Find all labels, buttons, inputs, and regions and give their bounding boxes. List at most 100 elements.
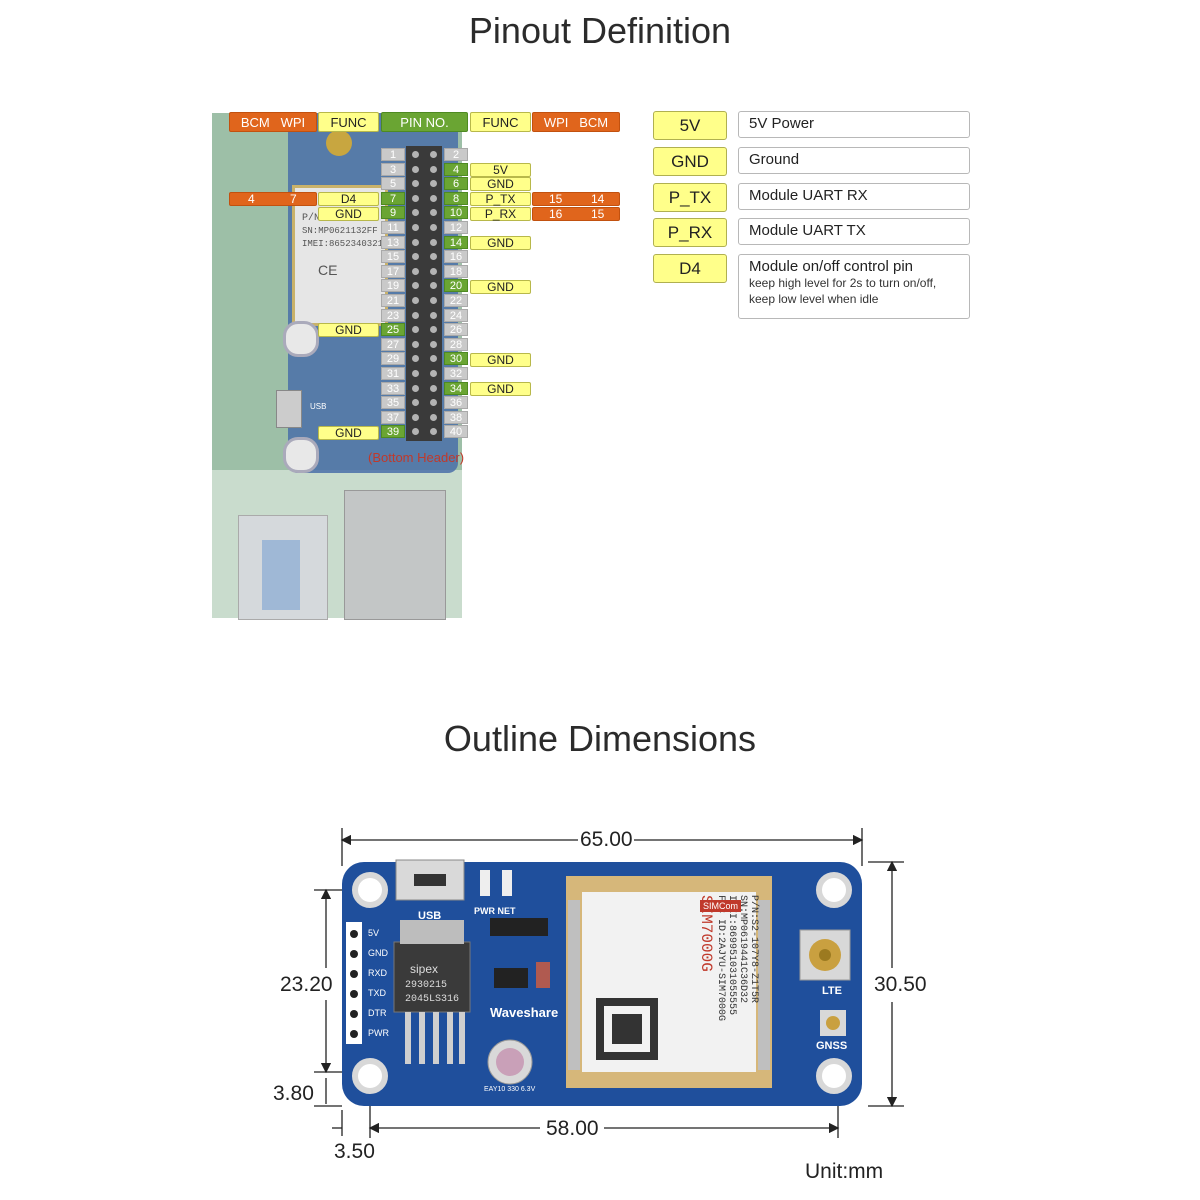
pin-dot-38 (430, 413, 437, 421)
pin7-func: D4 (318, 192, 379, 206)
pin-dot-37 (412, 413, 419, 421)
pin-1: 1 (381, 148, 405, 161)
pin-dot-14 (430, 238, 437, 246)
pin-dot-16 (430, 253, 437, 261)
pin-18: 18 (444, 264, 468, 278)
dim-height: 30.50 (874, 973, 927, 996)
pin-37: 37 (381, 410, 405, 424)
module-pads (568, 900, 770, 1070)
pin-dot-15 (412, 253, 419, 261)
outline-title: Outline Dimensions (443, 718, 757, 759)
pin-dot-40 (430, 428, 437, 436)
module-print-1: P/N: (302, 213, 327, 224)
pin9-func: GND (318, 207, 379, 221)
board-pin-txd: TXD (368, 988, 386, 998)
pin7-bcm: 4 (248, 192, 255, 206)
pin8-wpi-bcm: 15 14 (532, 192, 620, 206)
pin-28: 28 (444, 337, 468, 351)
pin-3: 3 (381, 162, 405, 176)
pin4-func: 5V (470, 163, 531, 177)
pin8-bcm: 14 (591, 192, 605, 206)
micro-usb (276, 390, 302, 428)
pwr-led (480, 870, 490, 896)
pin-dot-33 (412, 384, 419, 392)
legend-desc-d4: Module on/off control pin keep high leve… (738, 254, 970, 319)
pin10-wpi: 16 (549, 207, 563, 221)
pin-26: 26 (444, 323, 468, 337)
pin-38: 38 (444, 410, 468, 424)
header-func-right: FUNC (470, 112, 531, 132)
pin-12: 12 (444, 221, 468, 234)
board-gnss-label: GNSS (816, 1040, 848, 1052)
pin-5: 5 (381, 177, 405, 191)
pin-dot-6 (430, 180, 437, 188)
pin-22: 22 (444, 294, 468, 307)
dim-inner-width: 58.00 (546, 1117, 599, 1140)
board-pwrnet-label: PWR NET (474, 906, 516, 916)
pin30-func: GND (470, 353, 531, 367)
pin-dot-21 (412, 297, 419, 304)
pin-dot-20 (430, 282, 437, 290)
pin-dot-26 (430, 326, 437, 334)
legend-subtext-d4: keep high level for 2s to turn on/off, k… (749, 276, 937, 306)
pin-dot-2 (430, 151, 437, 158)
pin10-bcm: 15 (591, 207, 605, 221)
module-line-2: SN:MP0619441C36D32 (737, 895, 748, 1004)
dim-inner-height: 23.20 (280, 973, 333, 996)
pin-29: 29 (381, 352, 405, 366)
pin-dot-34 (430, 384, 437, 392)
pin-14: 14 (444, 235, 468, 249)
pin10-func: P_RX (470, 207, 531, 221)
pin-dot-31 (412, 370, 419, 377)
dim-offset-bottom: 3.80 (273, 1082, 314, 1105)
smd-component-3 (536, 962, 550, 988)
pin-17: 17 (381, 264, 405, 278)
module-name: SIM7000G (697, 895, 715, 972)
pin-dot-28 (430, 340, 437, 348)
legend-key-prx: P_RX (653, 218, 727, 247)
pin-dot-11 (412, 224, 419, 231)
pin-dot-4 (430, 165, 437, 173)
pin-32: 32 (444, 367, 468, 380)
pin-dot-39 (412, 428, 419, 436)
mounting-hole-bottom (283, 437, 319, 473)
board-lte-label: LTE (822, 985, 842, 997)
board-pin-5v: 5V (368, 928, 380, 938)
dimension-lines (314, 828, 904, 1138)
header-func-left: FUNC (318, 112, 379, 132)
pin-dot-30 (430, 355, 437, 363)
legend-desc-gnd: Ground (738, 147, 970, 174)
board-usb-label: USB (418, 910, 442, 922)
chip-brand: sipex (410, 962, 439, 976)
legend-desc-ptx: Module UART RX (738, 183, 970, 210)
pin-dot-18 (430, 267, 437, 275)
pin-dot-32 (430, 370, 437, 377)
pin-25: 25 (381, 323, 405, 337)
pin-4: 4 (444, 162, 468, 176)
pin-23: 23 (381, 308, 405, 322)
pin-dot-22 (430, 297, 437, 304)
pin-dot-9 (412, 209, 419, 217)
chip-code-1: 2930215 (405, 980, 448, 991)
pin7-bcm-wpi: 4 7 (229, 192, 317, 206)
pin-16: 16 (444, 250, 468, 264)
pin-dot-24 (430, 311, 437, 319)
usb-port-slot (262, 540, 300, 610)
smd-component (490, 918, 548, 936)
module-text-block: P/N:S2-107Y8-Z1T5R SN:MP0619441C36D32 IM… (659, 895, 759, 1069)
dim-offset-left: 3.50 (334, 1140, 375, 1163)
module-print-3: IMEI:8652340321 (302, 239, 384, 249)
legend-text-gnd: Ground (749, 151, 800, 168)
pin-19: 19 (381, 279, 405, 293)
pin-6: 6 (444, 177, 468, 191)
mounting-hole-top (283, 321, 319, 357)
module-print-2: SN:MP0621132FF (302, 226, 378, 236)
pin-dot-19 (412, 282, 419, 290)
pin-13: 13 (381, 235, 405, 249)
pin-11: 11 (381, 221, 405, 234)
pin-dot-23 (412, 311, 419, 319)
pin-dot-3 (412, 165, 419, 173)
dim-width: 65.00 (580, 828, 633, 851)
pin-9: 9 (381, 206, 405, 220)
